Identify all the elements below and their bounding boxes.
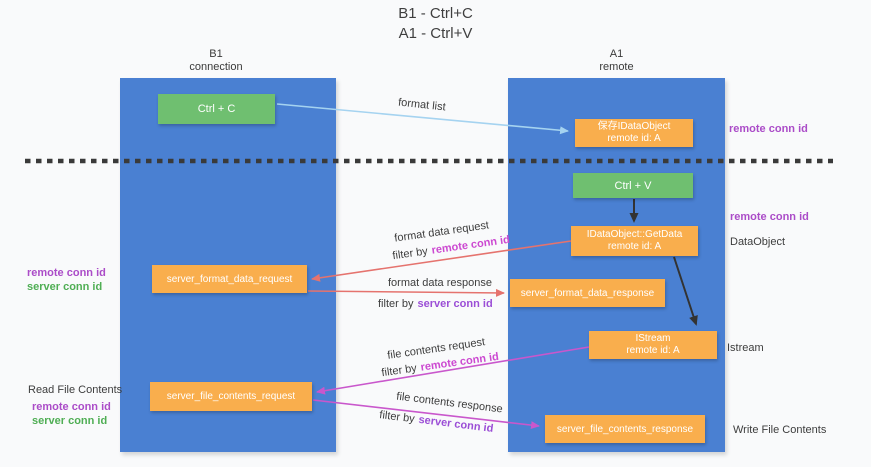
node-save-dataobject: 保存IDataObject remote id: A bbox=[575, 119, 693, 147]
node-server-file-contents-response: server_file_contents_response bbox=[545, 415, 705, 443]
lane-a1-header: A1 remote bbox=[508, 48, 725, 74]
label-remote-conn-id-right-1: remote conn id bbox=[729, 123, 808, 135]
server-file-contents-response-label: server_file_contents_response bbox=[556, 423, 694, 435]
save-dataobject-line2: remote id: A bbox=[607, 133, 661, 144]
server-format-data-request-label: server_format_data_request bbox=[166, 273, 293, 285]
diagram-title: B1 - Ctrl+C A1 - Ctrl+V bbox=[0, 4, 871, 44]
label-write-file-contents: Write File Contents bbox=[733, 424, 827, 436]
label-server-conn-id-left-2: server conn id bbox=[32, 415, 108, 427]
server-format-data-response-label: server_format_data_response bbox=[520, 287, 655, 299]
lane-a1-name: A1 bbox=[609, 48, 624, 60]
label-format-data-response: format data response bbox=[388, 277, 492, 289]
getdata-line1: IDataObject::GetData bbox=[586, 229, 683, 240]
arrow-file-contents-response bbox=[312, 399, 540, 430]
server-conn-id-filter-1: server conn id bbox=[417, 298, 493, 310]
node-server-file-contents-request: server_file_contents_request bbox=[150, 382, 312, 411]
arrow-getdata-to-istream bbox=[673, 256, 698, 326]
filter-by-prefix: filter by bbox=[378, 298, 414, 310]
server-file-contents-request-label: server_file_contents_request bbox=[166, 391, 296, 402]
label-server-conn-id-left-1: server conn id bbox=[27, 281, 103, 293]
istream-line1: IStream bbox=[635, 333, 671, 344]
node-istream: IStream remote id: A bbox=[589, 331, 717, 359]
lane-b1-role: connection bbox=[189, 61, 243, 73]
arrow-format-data-request bbox=[311, 240, 572, 282]
label-remote-conn-id-left-2: remote conn id bbox=[32, 401, 111, 413]
left-conn-id-block-bottom: remote conn id server conn id bbox=[32, 400, 111, 428]
node-server-format-data-response: server_format_data_response bbox=[510, 279, 665, 307]
ctrl-c-label: Ctrl + C bbox=[197, 103, 236, 115]
label-istream: Istream bbox=[727, 342, 764, 354]
arrow-file-contents-request bbox=[316, 346, 590, 395]
lane-b1-header: B1 connection bbox=[108, 48, 324, 74]
title-line-1: B1 - Ctrl+C bbox=[398, 5, 473, 22]
lane-b1-name: B1 bbox=[209, 48, 223, 60]
ctrl-v-label: Ctrl + V bbox=[614, 179, 652, 192]
label-remote-conn-id-right-2: remote conn id bbox=[730, 211, 809, 223]
node-ctrl-c: Ctrl + C bbox=[158, 94, 275, 124]
node-ctrl-v: Ctrl + V bbox=[573, 173, 693, 198]
label-read-file-contents: Read File Contents bbox=[28, 384, 123, 396]
node-server-format-data-request: server_format_data_request bbox=[152, 265, 307, 293]
arrow-format-data-response bbox=[307, 288, 505, 297]
node-getdata: IDataObject::GetData remote id: A bbox=[571, 226, 698, 256]
label-remote-conn-id-left-1: remote conn id bbox=[27, 267, 106, 279]
istream-line2: remote id: A bbox=[626, 345, 680, 356]
arrow-format-list bbox=[276, 103, 569, 135]
save-dataobject-line1: 保存IDataObject bbox=[597, 121, 671, 132]
label-dataobject: DataObject bbox=[730, 236, 786, 248]
getdata-line2: remote id: A bbox=[607, 241, 662, 252]
left-conn-id-block-top: remote conn id server conn id bbox=[27, 266, 106, 294]
title-line-2: A1 - Ctrl+V bbox=[398, 25, 473, 42]
lane-a1-role: remote bbox=[599, 61, 634, 73]
